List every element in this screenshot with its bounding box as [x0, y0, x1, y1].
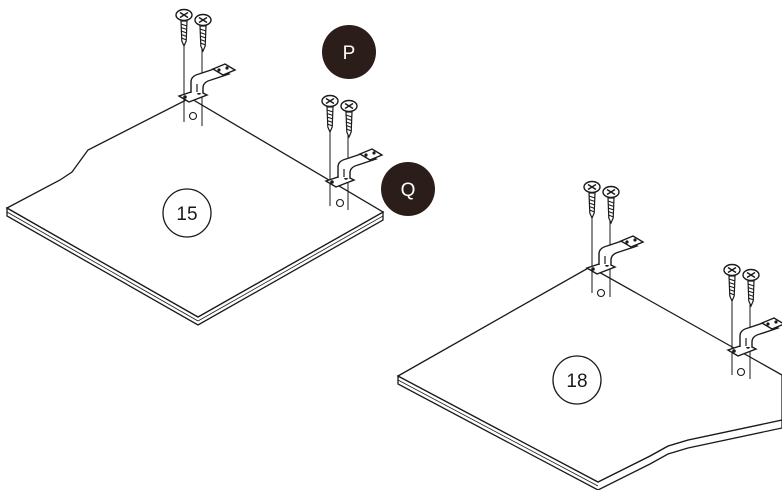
screw-icon: [340, 99, 358, 138]
hinge-assembly-4: [723, 263, 782, 379]
panel-15-number-circle: [162, 188, 212, 238]
drill-hole-icon: [335, 198, 345, 208]
hinge-assembly-2: [321, 94, 383, 210]
screw-icon: [723, 263, 741, 302]
hinge-icon: [325, 148, 383, 188]
screw-icon: [602, 185, 620, 224]
badge-q-label: Q: [401, 180, 416, 201]
hinge-assembly-1: [175, 8, 236, 126]
hinge-icon: [727, 317, 782, 357]
panel-15: 15: [5, 8, 385, 326]
badge-p: P: [322, 25, 376, 79]
panel-18: 18: [396, 180, 782, 490]
screw-icon: [175, 8, 193, 47]
hinge-assembly-3: [583, 180, 644, 298]
screw-icon: [742, 268, 760, 307]
panel-15-number: 15: [176, 204, 197, 225]
badge-q: Q: [381, 162, 435, 216]
badge-p-label: P: [343, 43, 356, 64]
drill-hole-icon: [188, 111, 198, 121]
screw-icon: [583, 180, 601, 219]
panel-18-number-circle: [552, 355, 602, 405]
hinge-icon: [178, 63, 236, 103]
drill-hole-icon: [596, 288, 606, 298]
drill-hole-icon: [736, 367, 746, 377]
screw-icon: [194, 13, 212, 52]
hinge-icon: [586, 235, 644, 275]
screw-icon: [321, 94, 339, 133]
panel-18-number: 18: [566, 371, 587, 392]
